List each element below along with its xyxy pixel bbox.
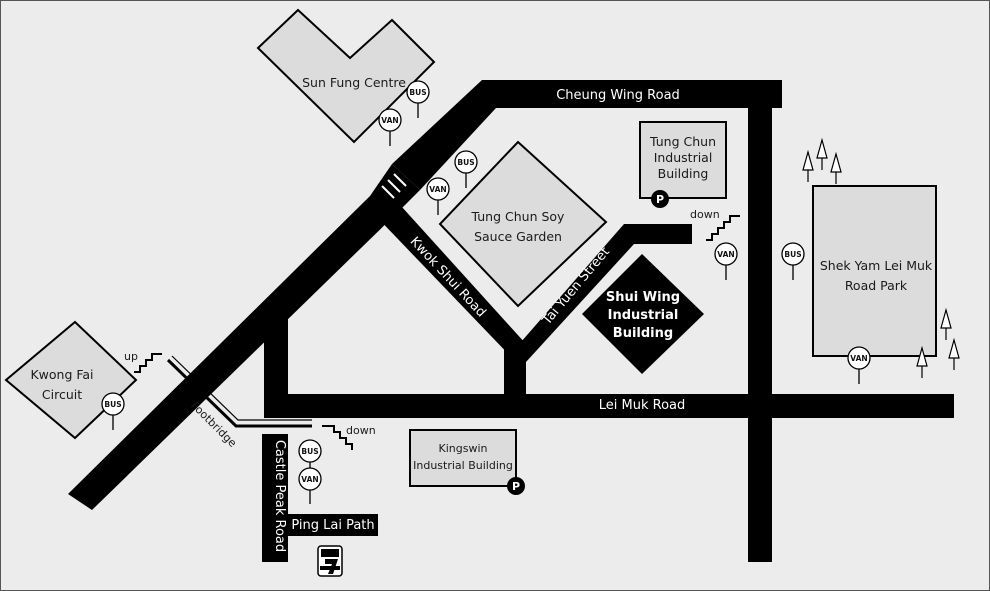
van-stop-icon[interactable]: VAN (298, 462, 322, 504)
stairs-down-icon[interactable]: down (690, 208, 740, 241)
tai-yuen-street[interactable] (514, 224, 692, 362)
van-stop-icon[interactable]: VAN (714, 242, 738, 280)
bus-stop-icon[interactable]: BUS (454, 150, 478, 188)
svg-text:VAN: VAN (717, 250, 734, 259)
sun-fung-label: Sun Fung Centre (302, 75, 406, 90)
stairs-up-icon[interactable]: up (124, 350, 162, 373)
ping-lai-path[interactable] (288, 514, 378, 536)
stairs-down-icon[interactable]: down (322, 424, 376, 450)
tung-chun-line-2: Industrial (654, 150, 713, 165)
svg-text:VAN: VAN (850, 354, 867, 363)
building-shek-yam-park[interactable]: Shek Yam Lei Muk Road Park (812, 185, 937, 357)
svg-text:VAN: VAN (301, 475, 318, 484)
shui-wing-line-3: Building (613, 326, 673, 341)
bus-stop-icon[interactable]: BUS (406, 80, 430, 118)
svg-text:P: P (656, 193, 664, 206)
tung-chun-line-3: Building (658, 166, 709, 181)
cheung-wing-road[interactable] (392, 80, 782, 190)
parking-icon[interactable]: P (507, 477, 525, 495)
stairs-up-label: up (124, 350, 138, 363)
svg-text:P: P (512, 480, 520, 493)
svg-text:BUS: BUS (301, 447, 318, 456)
castle-peak-road[interactable] (262, 434, 288, 562)
castle-peak-road-label: Castle Peak Road (272, 440, 287, 552)
shek-yam-line-1: Shek Yam Lei Muk (820, 258, 933, 273)
footbridge[interactable] (166, 358, 312, 428)
diagonal-main-road[interactable] (68, 164, 420, 510)
lei-muk-road-label: Lei Muk Road (599, 398, 686, 413)
road-network (68, 80, 954, 562)
svg-text:VAN: VAN (429, 185, 446, 194)
building-tung-chun-industrial[interactable]: Tung Chun Industrial Building (639, 121, 727, 199)
convenience-store-icon[interactable] (317, 545, 343, 577)
bus-stop-icon[interactable]: BUS (298, 439, 322, 463)
svg-text:BUS: BUS (457, 158, 474, 167)
building-shui-wing-industrial[interactable]: Shui Wing Industrial Building (582, 254, 704, 374)
stairs-down-label: down (690, 208, 720, 221)
crosswalk (381, 173, 407, 199)
building-kingswin-industrial[interactable]: Kingswin Industrial Building (409, 429, 517, 487)
cheung-wing-road-label: Cheung Wing Road (556, 88, 680, 103)
svg-text:BUS: BUS (104, 400, 121, 409)
svg-text:VAN: VAN (381, 116, 398, 125)
kwong-fai-line-2: Circuit (42, 387, 82, 402)
shui-wing-line-1: Shui Wing (606, 290, 680, 305)
shui-wing-line-2: Industrial (608, 308, 679, 323)
parking-icon[interactable]: P (651, 190, 669, 208)
ping-lai-path-label: Ping Lai Path (291, 518, 374, 533)
east-vertical-road[interactable] (748, 100, 772, 562)
soy-line-1: Tung Chun Soy (471, 209, 566, 224)
kingswin-line-2: Industrial Building (413, 459, 513, 472)
svg-text:BUS: BUS (409, 88, 426, 97)
kingswin-line-1: Kingswin (439, 442, 488, 455)
van-stop-icon[interactable]: VAN (847, 346, 871, 384)
shek-yam-line-2: Road Park (845, 278, 908, 293)
van-stop-icon[interactable]: VAN (378, 108, 402, 146)
lei-muk-road[interactable] (264, 394, 954, 418)
stairs-down-label: down (346, 424, 376, 437)
bus-stop-icon[interactable]: BUS (101, 392, 125, 430)
building-sun-fung-centre[interactable]: Sun Fung Centre (256, 8, 436, 144)
soy-line-2: Sauce Garden (474, 229, 562, 244)
west-vertical-road[interactable] (264, 305, 288, 418)
svg-text:BUS: BUS (784, 250, 801, 259)
van-stop-icon[interactable]: VAN (426, 177, 450, 215)
bus-stop-icon[interactable]: BUS (781, 242, 805, 280)
tung-chun-line-1: Tung Chun (649, 134, 716, 149)
kwok-shui-road[interactable] (372, 196, 526, 360)
kwong-fai-line-1: Kwong Fai (30, 367, 93, 382)
building-tung-chun-soy-sauce-garden[interactable]: Tung Chun Soy Sauce Garden (438, 140, 608, 308)
